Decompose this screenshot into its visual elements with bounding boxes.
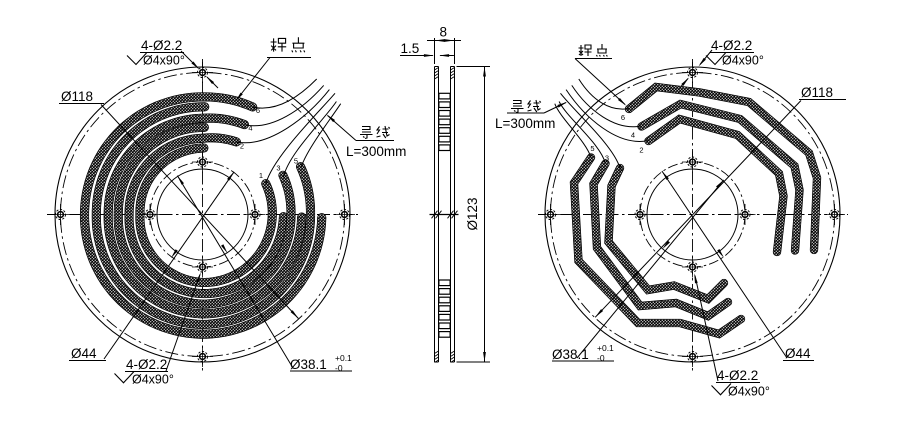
svg-text:+0.1: +0.1 [597, 343, 614, 353]
svg-text:1: 1 [259, 171, 263, 180]
svg-text:Ø4x90°: Ø4x90° [143, 54, 185, 68]
svg-text:1: 1 [619, 164, 623, 173]
svg-text:-0: -0 [335, 363, 343, 373]
svg-text:4-Ø2.2: 4-Ø2.2 [711, 38, 752, 53]
svg-text:4-Ø2.2: 4-Ø2.2 [126, 357, 167, 372]
svg-text:-0: -0 [597, 353, 605, 363]
svg-text:Ø44: Ø44 [71, 346, 97, 361]
svg-text:Ø118: Ø118 [61, 89, 93, 104]
svg-text:4-Ø2.2: 4-Ø2.2 [717, 368, 758, 383]
svg-text:Ø44: Ø44 [785, 346, 811, 361]
svg-text:Ø38.1: Ø38.1 [552, 347, 589, 362]
svg-text:Ø4x90°: Ø4x90° [722, 54, 764, 68]
svg-text:6: 6 [621, 113, 625, 122]
svg-text:8: 8 [440, 25, 448, 40]
svg-text:6: 6 [256, 106, 260, 115]
svg-text:Ø4x90°: Ø4x90° [132, 373, 174, 387]
svg-text:5: 5 [294, 157, 298, 166]
svg-text:4: 4 [631, 131, 635, 140]
svg-text:4-Ø2.2: 4-Ø2.2 [141, 38, 182, 53]
svg-text:3: 3 [605, 154, 609, 163]
svg-text:L=300mm: L=300mm [346, 144, 406, 159]
svg-text:L=300mm: L=300mm [495, 116, 555, 131]
svg-text:Ø4x90°: Ø4x90° [728, 385, 770, 399]
svg-text:Ø38.1: Ø38.1 [290, 357, 327, 372]
svg-text:Ø123: Ø123 [465, 197, 480, 230]
svg-text:2: 2 [639, 146, 643, 155]
svg-text:5: 5 [590, 144, 594, 153]
svg-text:2: 2 [240, 142, 244, 151]
svg-text:1.5: 1.5 [401, 41, 420, 56]
svg-text:Ø118: Ø118 [801, 85, 833, 100]
svg-text:4: 4 [248, 124, 252, 133]
svg-text:+0.1: +0.1 [335, 353, 352, 363]
svg-text:3: 3 [276, 164, 280, 173]
